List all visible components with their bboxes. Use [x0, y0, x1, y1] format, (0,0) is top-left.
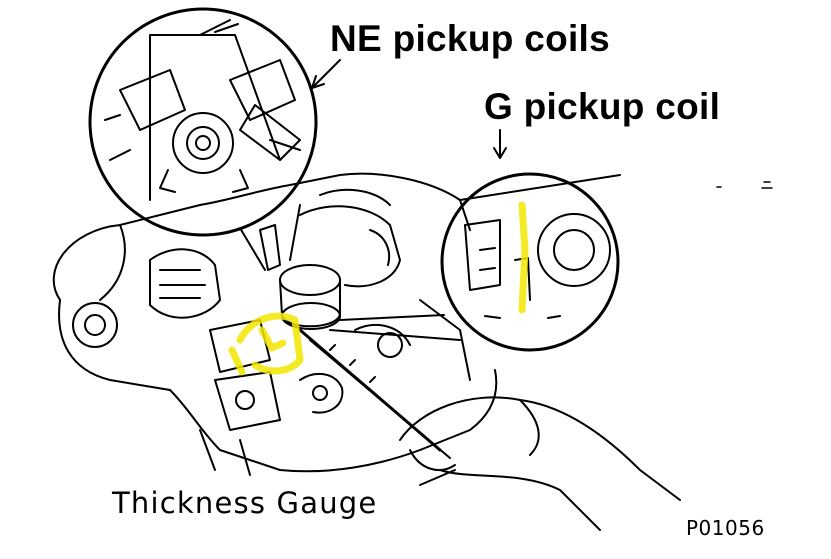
ne-callout-lines — [239, 204, 301, 271]
ne-coils-inset — [88, 7, 318, 237]
g-callout-lines — [329, 314, 461, 341]
yellow-highlights — [228, 201, 529, 376]
ne-arrow — [311, 59, 341, 89]
ne-pickup-coils-label: NE pickup coils — [330, 18, 611, 59]
hand — [399, 396, 681, 531]
g-arrow — [493, 129, 507, 159]
margin-marks — [716, 181, 773, 189]
g-coil-inset — [440, 172, 621, 352]
figure-code: P01056 — [686, 516, 765, 540]
gauge-leader-line — [419, 469, 456, 486]
distributor-housing — [52, 172, 498, 476]
g-pickup-coil-label: G pickup coil — [484, 86, 721, 127]
thickness-gauge-tool — [298, 328, 451, 459]
thickness-gauge-label: Thickness Gauge — [112, 486, 378, 520]
